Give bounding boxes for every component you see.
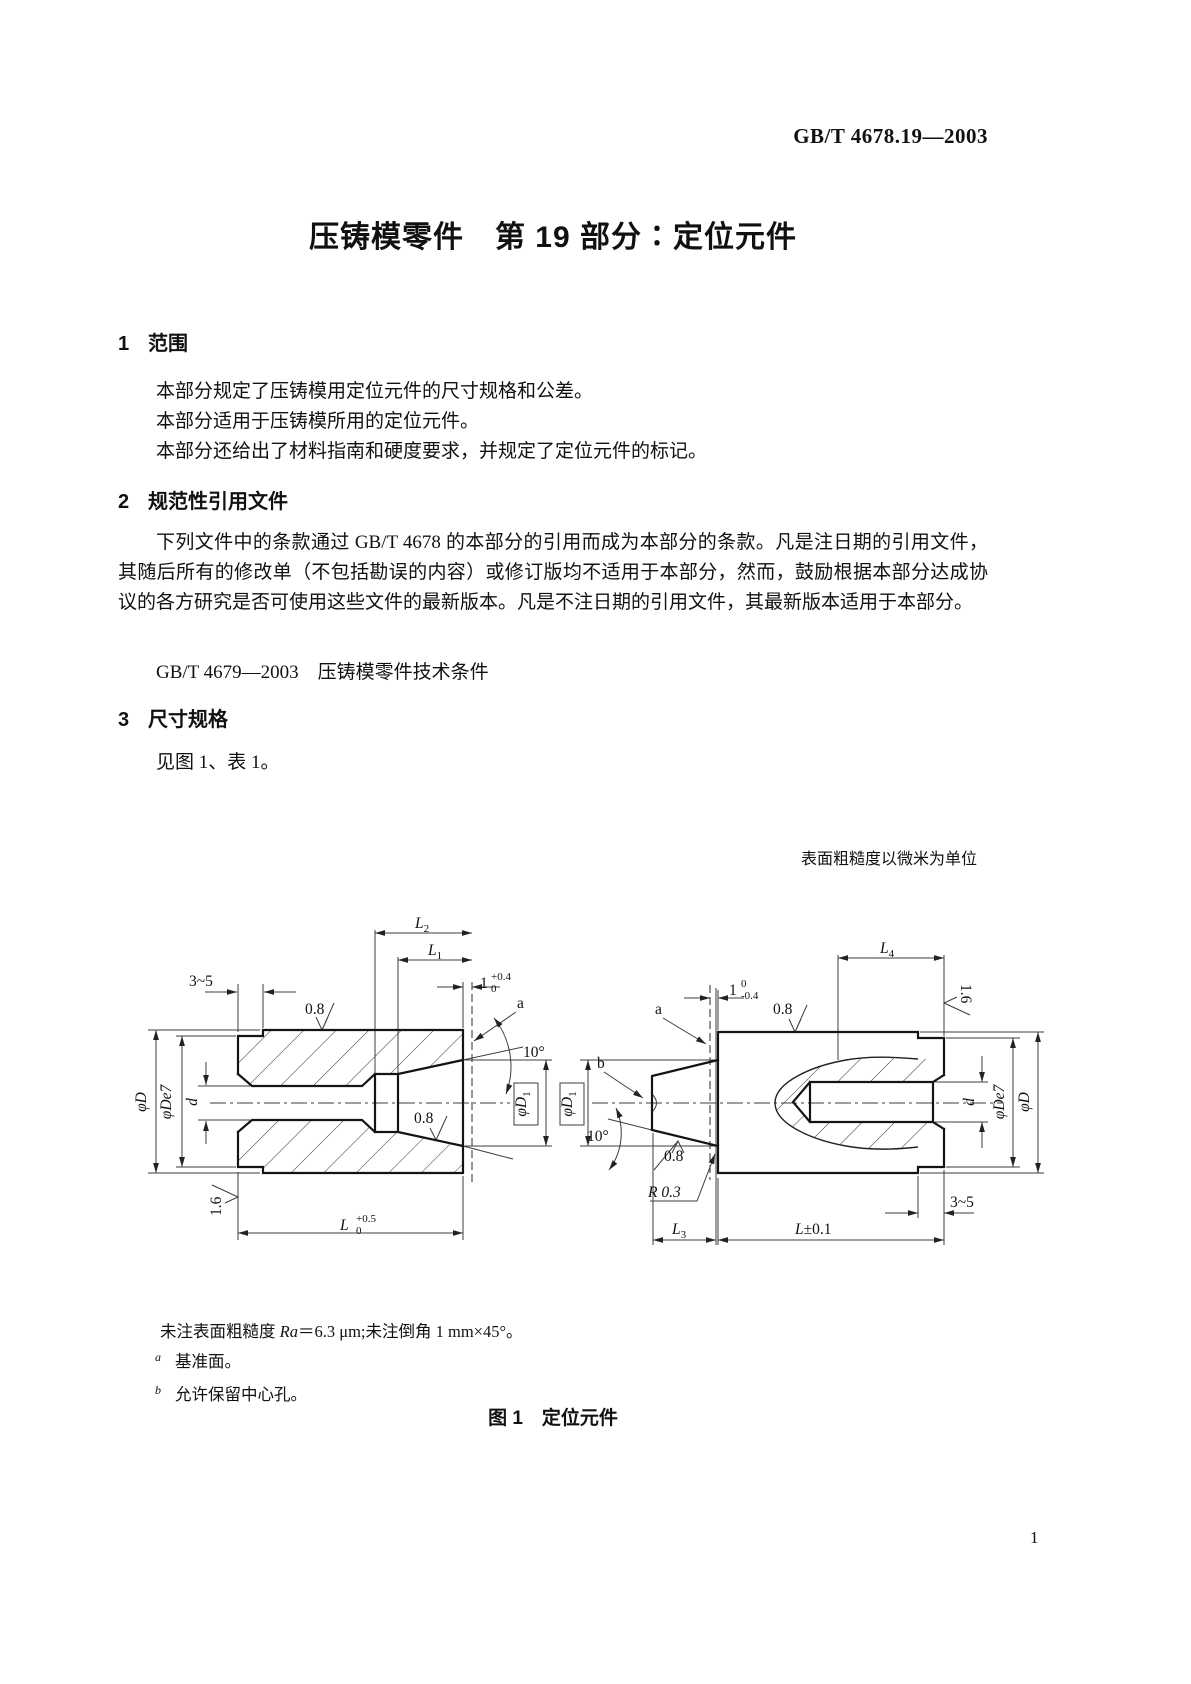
datum-a-label: a bbox=[517, 995, 524, 1012]
dim-l1: L1 bbox=[427, 942, 442, 962]
roughness-symbol: 1.6 bbox=[208, 1184, 240, 1216]
roughness-symbol bbox=[653, 1139, 685, 1171]
dim-l3: L3 bbox=[671, 1221, 687, 1241]
roughness-0-8: 0.8 bbox=[664, 1148, 684, 1165]
dim-phi-d1: φD1 bbox=[513, 1091, 533, 1116]
figure-note: 未注表面粗糙度 Ra＝6.3 μm;未注倒角 1 mm×45°。 bbox=[160, 1322, 523, 1341]
reference-entry: GB/T 4679—2003 压铸模零件技术条件 bbox=[156, 662, 489, 683]
doc-title: 压铸模零件 第 19 部分∶定位元件 bbox=[308, 221, 798, 254]
paragraph: 下列文件中的条款通过 GB/T 4678 的本部分的引用而成为本部分的条款。凡是… bbox=[118, 532, 988, 613]
angle-10: 10° bbox=[587, 1128, 609, 1145]
svg-text:+0.5: +0.5 bbox=[356, 1213, 376, 1225]
angle-10: 10° bbox=[523, 1044, 545, 1061]
svg-text:+0.4: +0.4 bbox=[491, 971, 511, 983]
dim-phi-d1: φD1 bbox=[559, 1091, 579, 1116]
svg-text:0: 0 bbox=[491, 983, 497, 995]
doc-number: GB/T 4678.19—2003 bbox=[793, 124, 988, 148]
section-2-number: 2 bbox=[118, 491, 130, 513]
dim-l4: L4 bbox=[879, 940, 895, 960]
dim-phi-d: φD bbox=[1016, 1092, 1033, 1112]
dim-phi-de7: φDe7 bbox=[991, 1084, 1008, 1120]
roughness-0-8: 0.8 bbox=[414, 1110, 434, 1127]
svg-text:0: 0 bbox=[356, 1225, 362, 1237]
section-1-heading: 1 范围 bbox=[118, 327, 188, 356]
figure-unit-note: 表面粗糙度以微米为单位 bbox=[800, 851, 977, 868]
dim-phi-d: φD bbox=[133, 1092, 150, 1112]
section-1-number: 1 bbox=[118, 333, 130, 355]
dim-d: d bbox=[961, 1098, 978, 1106]
pin-view: 1.6 1 0 -0.4 a b 0.8 L4 10° 0.8 R 0.3 L3… bbox=[559, 940, 1044, 1245]
svg-text:-0.4: -0.4 bbox=[741, 990, 759, 1002]
figure-caption: 图 1 定位元件 bbox=[488, 1408, 618, 1429]
dim-1-tol: 1 bbox=[480, 975, 488, 992]
dim-l: L bbox=[339, 1217, 349, 1234]
svg-text:1.6: 1.6 bbox=[957, 984, 974, 1004]
ra-symbol: Ra bbox=[279, 1322, 298, 1341]
dim-d: d bbox=[184, 1098, 201, 1106]
svg-text:1.6: 1.6 bbox=[208, 1196, 225, 1216]
svg-text:0: 0 bbox=[741, 978, 747, 990]
section-2-title: 规范性引用文件 bbox=[148, 491, 288, 513]
paragraph: 见图 1、表 1。 bbox=[156, 752, 280, 773]
section-3-title: 尺寸规格 bbox=[148, 709, 228, 731]
page-number: 1 bbox=[1030, 1528, 1039, 1547]
paragraph: 本部分适用于压铸模所用的定位元件。 bbox=[156, 411, 480, 432]
bushing-section-view: 1.6 L2 L1 3~5 1 +0.4 0 a 10° 0.8 0.8 φD … bbox=[133, 915, 552, 1240]
dim-r03: R 0.3 bbox=[647, 1184, 681, 1201]
figure-1-drawing: 1.6 L2 L1 3~5 1 +0.4 0 a 10° 0.8 0.8 φD … bbox=[133, 915, 1044, 1245]
note-b-label: b bbox=[597, 1055, 605, 1072]
dim-3-5: 3~5 bbox=[950, 1194, 974, 1211]
dim-1-tol: 1 bbox=[729, 982, 737, 999]
paragraph: 本部分规定了压铸模用定位元件的尺寸规格和公差。 bbox=[156, 381, 594, 402]
roughness-0-8: 0.8 bbox=[305, 1001, 325, 1018]
roughness-0-8: 0.8 bbox=[773, 1001, 793, 1018]
section-3-heading: 3 尺寸规格 bbox=[118, 703, 228, 732]
datum-a-label: a bbox=[655, 1001, 662, 1018]
paragraph: 本部分还给出了材料指南和硬度要求，并规定了定位元件的标记。 bbox=[156, 441, 708, 462]
section-1-title: 范围 bbox=[148, 333, 188, 355]
dim-l2: L2 bbox=[414, 915, 429, 935]
dim-phi-de7: φDe7 bbox=[158, 1084, 175, 1120]
dim-3-5: 3~5 bbox=[189, 973, 213, 990]
phi-d1-frame bbox=[513, 1082, 539, 1126]
dim-l-pm: L±0.1 bbox=[794, 1221, 832, 1238]
phi-d1-frame bbox=[559, 1082, 585, 1126]
roughness-symbol: 1.6 bbox=[942, 984, 974, 1016]
section-2-heading: 2 规范性引用文件 bbox=[118, 485, 288, 514]
section-3-number: 3 bbox=[118, 709, 130, 731]
